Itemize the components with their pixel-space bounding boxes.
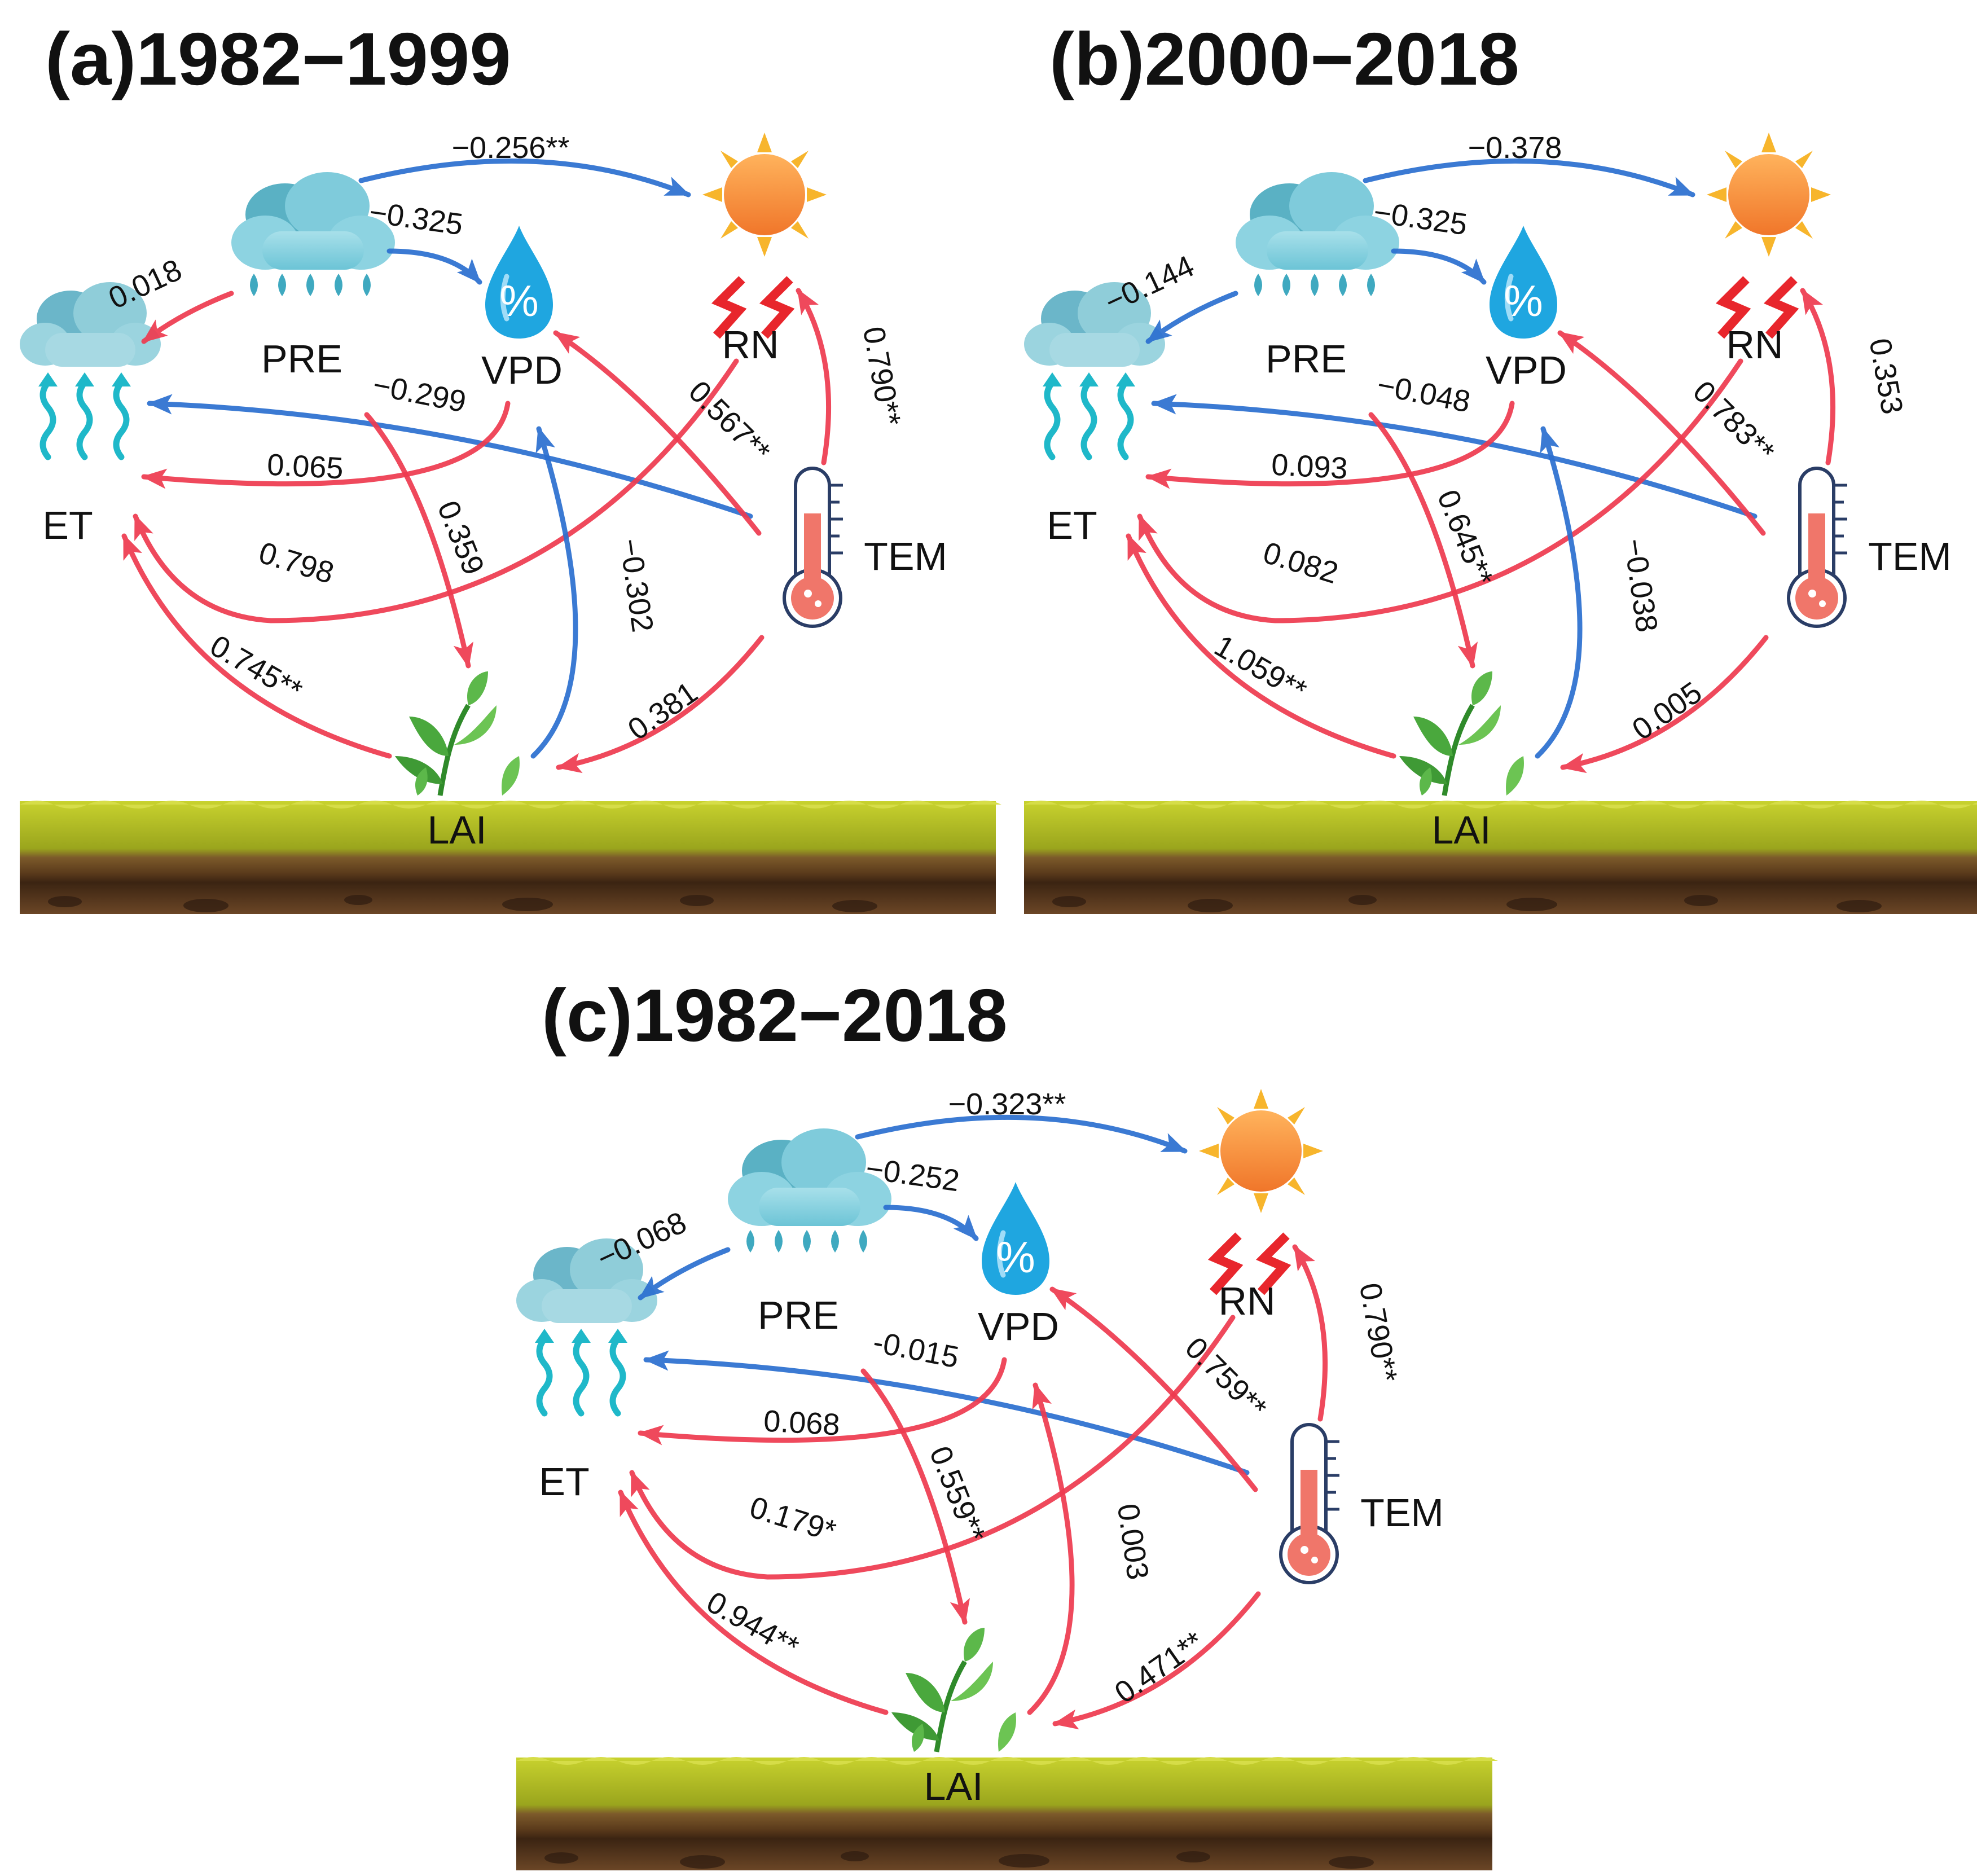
node-label-et: ET: [42, 503, 93, 547]
node-label-pre: PRE: [261, 337, 342, 381]
path-arrow-tem-to-et: [643, 1350, 1250, 1475]
path-arrow-lai-to-et: [1126, 533, 1396, 759]
panel-a: (a)1982−1999−0.256**−0.3250.018−0.2990.0…: [20, 17, 1001, 914]
node-label-vpd: VPD: [978, 1304, 1059, 1348]
path-arrow-tem-to-lai: [1052, 1591, 1261, 1730]
path-coefficient-tem-to-rn: 0.790**: [856, 324, 907, 428]
node-label-tem: TEM: [1868, 534, 1952, 578]
path-arrow-tem-to-rn: [1800, 288, 1836, 465]
path-coefficient-pre-to-lai: 0.559**: [923, 1442, 992, 1547]
path-coefficient-lai-to-vpd: −0.038: [1618, 537, 1664, 634]
path-coefficient-tem-to-lai: 0.005: [1626, 675, 1708, 747]
node-label-rn: RN: [1218, 1279, 1275, 1323]
node-label-vpd: VPD: [1486, 348, 1567, 392]
path-arrow-pre-to-et: [1145, 291, 1238, 344]
path-arrow-pre-to-rn: [1363, 158, 1695, 197]
path-coefficient-pre-to-lai: 0.359: [431, 496, 491, 579]
path-arrow-tem-to-et: [1151, 394, 1758, 519]
path-arrow-pre-to-lai: [1368, 412, 1478, 669]
path-coefficient-tem-to-lai: 0.471**: [1109, 1625, 1210, 1710]
path-arrow-pre-to-vpd: [883, 1205, 979, 1241]
path-coefficient-vpd-to-et: 0.065: [266, 448, 344, 486]
node-label-pre: PRE: [758, 1293, 839, 1337]
node-label-et: ET: [539, 1460, 589, 1504]
path-coefficient-lai-to-vpd: −0.302: [613, 537, 660, 634]
path-arrow-pre-to-lai: [860, 1368, 970, 1625]
path-arrow-tem-to-rn: [796, 288, 832, 465]
path-arrow-pre-to-vpd: [386, 248, 482, 285]
path-arrow-tem-to-vpd: [1049, 1286, 1258, 1492]
path-coefficient-pre-to-rn: −0.323**: [948, 1087, 1066, 1121]
node-label-lai: LAI: [427, 808, 486, 852]
panel-c: (c)1982−2018−0.323**−0.252−0.068-0.0150.…: [516, 974, 1498, 1870]
path-arrow-pre-to-vpd: [1391, 248, 1487, 285]
path-coefficient-pre-to-rn: −0.256**: [452, 131, 570, 165]
path-arrow-pre-to-rn: [855, 1114, 1188, 1154]
path-coefficient-pre-to-rn: −0.378: [1468, 131, 1562, 165]
node-label-et: ET: [1047, 503, 1097, 547]
node-label-lai: LAI: [924, 1764, 983, 1808]
panel-title: (a)1982−1999: [45, 17, 511, 100]
path-coefficient-tem-to-vpd: 0.783**: [1686, 374, 1781, 469]
path-coefficient-tem-to-et: -0.015: [871, 1325, 962, 1374]
path-coefficient-tem-to-vpd: 0.567**: [682, 374, 777, 469]
path-arrow-lai-to-et: [618, 1490, 889, 1715]
path-coefficient-rn-to-et: 0.179*: [746, 1490, 840, 1548]
path-arrow-rn-to-et: [629, 1315, 1236, 1580]
path-coefficient-rn-to-et: 0.798: [255, 535, 338, 590]
path-coefficient-rn-to-et: 0.082: [1259, 535, 1342, 590]
path-coefficient-tem-to-et: −0.299: [370, 368, 469, 419]
node-label-rn: RN: [1726, 323, 1783, 367]
path-coefficient-tem-to-rn: 0.353: [1862, 336, 1909, 417]
path-arrow-tem-to-lai: [1560, 635, 1769, 774]
panel-b: (b)2000−2018−0.378−0.325−0.144−0.0480.09…: [1024, 17, 1977, 914]
panel-illustration: [516, 1089, 1498, 1870]
path-coefficient-pre-to-lai: 0.645**: [1431, 485, 1500, 591]
path-arrow-tem-to-lai: [556, 635, 765, 774]
path-arrow-pre-to-et: [141, 291, 234, 344]
path-arrow-rn-to-et: [133, 358, 739, 623]
node-label-lai: LAI: [1431, 808, 1491, 852]
path-arrow-tem-to-rn: [1292, 1244, 1328, 1422]
path-arrow-lai-to-et: [121, 533, 392, 759]
path-arrow-lai-to-vpd: [530, 426, 578, 759]
panel-title: (b)2000−2018: [1049, 17, 1519, 100]
path-arrow-pre-to-et: [638, 1247, 731, 1301]
path-coefficient-vpd-to-et: 0.068: [763, 1404, 841, 1442]
path-coefficient-lai-to-vpd: 0.003: [1111, 1501, 1155, 1581]
path-arrow-tem-to-et: [147, 394, 753, 519]
path-arrow-pre-to-lai: [364, 412, 474, 669]
path-arrow-rn-to-et: [1137, 358, 1743, 623]
panel-title: (c)1982−2018: [542, 974, 1008, 1057]
node-label-tem: TEM: [864, 534, 947, 578]
node-label-pre: PRE: [1266, 337, 1347, 381]
node-label-rn: RN: [722, 323, 779, 367]
path-coefficient-tem-to-et: −0.048: [1374, 368, 1473, 419]
path-arrow-tem-to-vpd: [553, 330, 762, 536]
path-arrow-lai-to-vpd: [1535, 426, 1583, 759]
panel-illustration: [20, 133, 1001, 914]
panel-illustration: [1024, 133, 1977, 914]
path-coefficient-tem-to-vpd: 0.759**: [1179, 1330, 1273, 1425]
node-label-tem: TEM: [1360, 1491, 1444, 1535]
path-arrow-tem-to-vpd: [1557, 330, 1766, 536]
path-coefficient-tem-to-lai: 0.381: [622, 675, 704, 747]
path-coefficient-vpd-to-et: 0.093: [1271, 448, 1348, 486]
path-arrow-lai-to-vpd: [1027, 1382, 1075, 1715]
path-coefficient-tem-to-rn: 0.790**: [1353, 1280, 1404, 1385]
node-label-vpd: VPD: [481, 348, 563, 392]
path-arrow-pre-to-rn: [358, 158, 691, 197]
